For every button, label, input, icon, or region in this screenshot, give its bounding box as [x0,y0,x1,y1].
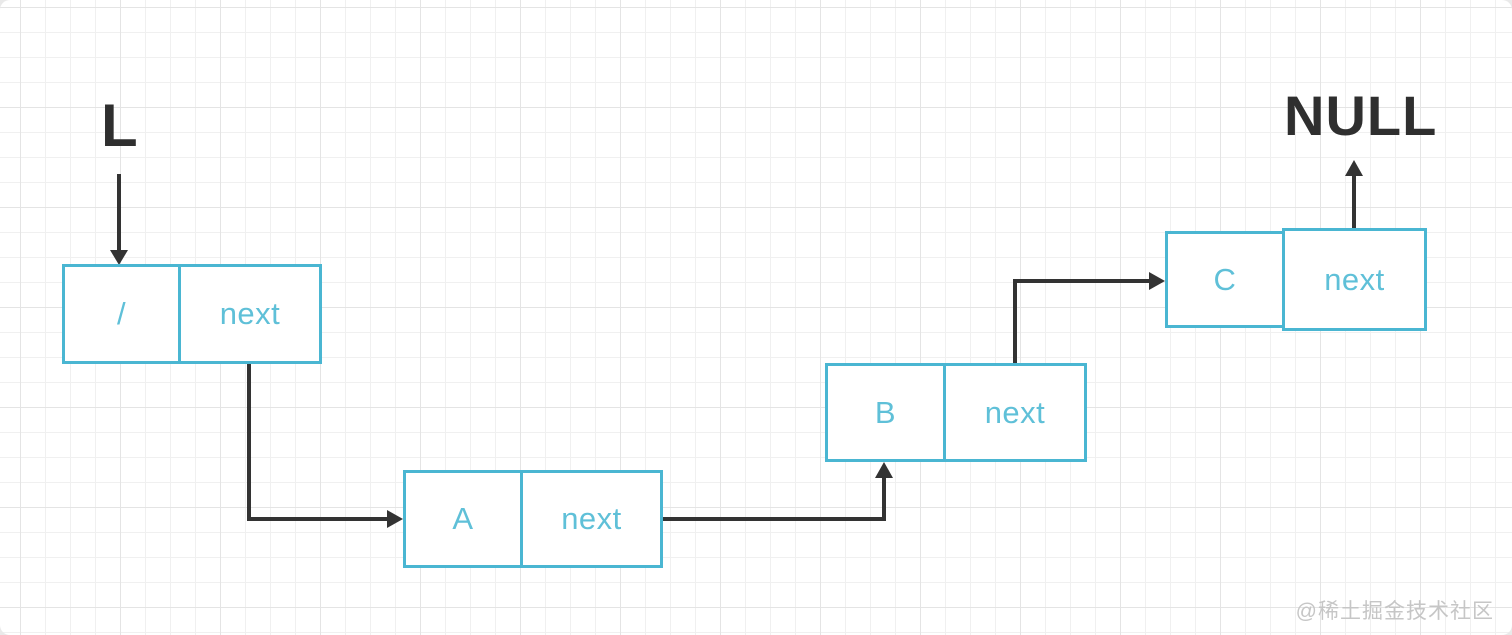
node-head-data-cell: / [62,264,181,364]
arrow-b-to-c-line-horizontal [1013,279,1149,283]
node-c-next-cell: next [1282,228,1427,331]
arrow-l-to-head-line [117,174,121,252]
arrow-c-to-null-line [1352,176,1356,228]
arrow-head-to-a-line-vertical [247,364,251,521]
arrow-l-to-head-arrowhead-icon [110,250,128,265]
node-head: / next [62,264,322,364]
node-a: A next [403,470,663,568]
arrow-a-to-b-line-vertical [882,478,886,521]
arrow-head-to-a-line-horizontal [247,517,387,521]
arrow-b-to-c-line-vertical [1013,281,1017,363]
node-b-next-cell: next [943,363,1087,462]
node-c-data-cell: C [1165,231,1285,328]
node-a-data-cell: A [403,470,523,568]
null-label: NULL [1284,84,1438,147]
arrow-head-to-a-arrowhead-icon [387,510,403,528]
node-head-next-cell: next [178,264,322,364]
arrow-c-to-null-arrowhead-icon [1345,160,1363,176]
arrow-b-to-c-arrowhead-icon [1149,272,1165,290]
watermark: @稀土掘金技术社区 [1295,600,1494,623]
node-b: B next [825,363,1087,462]
node-a-next-cell: next [520,470,663,568]
node-c: C next [1165,228,1427,331]
arrow-a-to-b-line-horizontal [663,517,884,521]
arrow-a-to-b-arrowhead-icon [875,462,893,478]
head-pointer-label: L [101,92,138,159]
node-b-data-cell: B [825,363,946,462]
